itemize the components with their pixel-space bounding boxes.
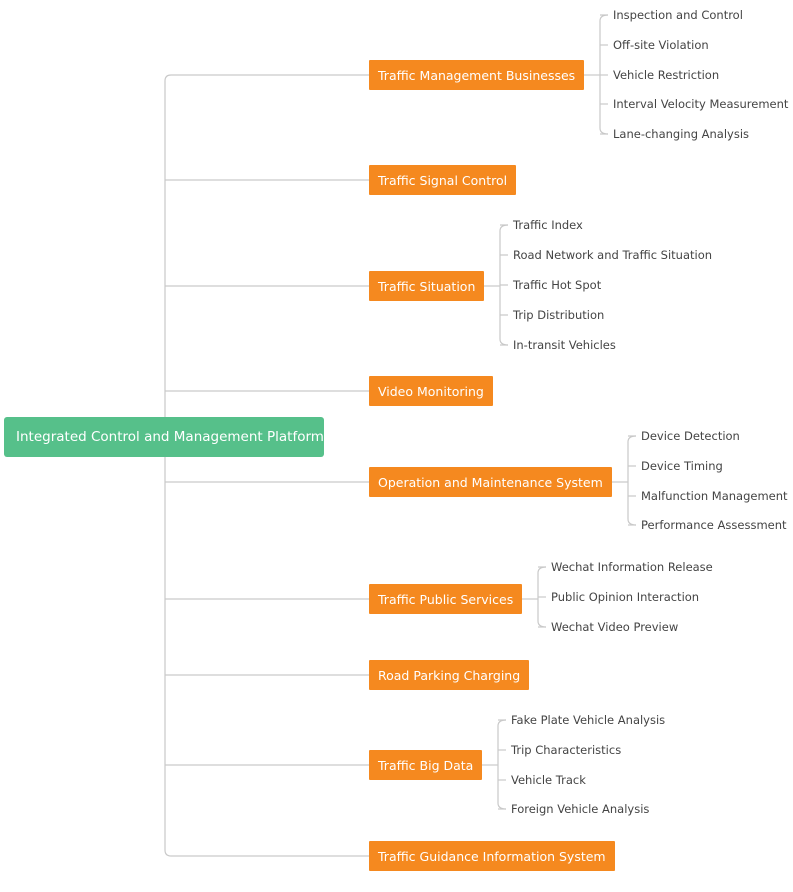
leaf-node[interactable]: Performance Assessment: [641, 518, 787, 532]
branch-node[interactable]: Traffic Signal Control: [369, 165, 517, 195]
leaf-node[interactable]: Fake Plate Vehicle Analysis: [511, 713, 666, 727]
leaf-bracket: [497, 719, 507, 810]
root-label: Integrated Control and Management Platfo…: [16, 429, 324, 445]
leaf-bracket: [627, 435, 637, 526]
leaf-node[interactable]: Vehicle Restriction: [613, 68, 720, 82]
branch-label: Traffic Management Businesses: [378, 67, 576, 83]
branch-label: Traffic Signal Control: [378, 172, 508, 188]
branch-node[interactable]: Traffic Guidance Information System: [369, 841, 615, 871]
branch-label: Traffic Big Data: [378, 757, 474, 773]
leaf-node[interactable]: Wechat Video Preview: [551, 620, 679, 634]
branch-label: Operation and Maintenance System: [378, 474, 603, 490]
branch-label: Traffic Guidance Information System: [378, 848, 606, 864]
leaf-node[interactable]: Wechat Information Release: [551, 560, 713, 574]
branch-label: Traffic Public Services: [378, 591, 514, 607]
branch-label: Road Parking Charging: [378, 667, 521, 683]
leaf-node[interactable]: Traffic Index: [513, 218, 583, 232]
leaf-node[interactable]: Trip Distribution: [513, 308, 605, 322]
leaf-node[interactable]: Off-site Violation: [613, 38, 709, 52]
leaf-node[interactable]: Interval Velocity Measurement: [613, 97, 789, 111]
branch-label: Video Monitoring: [378, 383, 484, 399]
root-node[interactable]: Integrated Control and Management Platfo…: [4, 417, 324, 457]
leaf-node[interactable]: Foreign Vehicle Analysis: [511, 802, 650, 816]
branch-node[interactable]: Operation and Maintenance System: [369, 467, 612, 497]
branch-node[interactable]: Traffic Situation: [369, 271, 485, 301]
leaf-node[interactable]: Device Detection: [641, 429, 740, 443]
branch-node[interactable]: Traffic Management Businesses: [369, 60, 585, 90]
branch-node[interactable]: Traffic Public Services: [369, 584, 523, 614]
leaf-node[interactable]: Lane-changing Analysis: [613, 127, 750, 141]
leaf-node[interactable]: Traffic Hot Spot: [513, 278, 602, 292]
branch-label: Traffic Situation: [378, 278, 476, 294]
leaf-node[interactable]: Trip Characteristics: [511, 743, 622, 757]
leaf-node[interactable]: Inspection and Control: [613, 8, 743, 22]
branch-node[interactable]: Video Monitoring: [369, 376, 493, 406]
leaf-node[interactable]: Public Opinion Interaction: [551, 590, 700, 604]
branch-node[interactable]: Road Parking Charging: [369, 660, 530, 690]
leaf-node[interactable]: Vehicle Track: [511, 773, 586, 787]
leaf-node[interactable]: Device Timing: [641, 459, 723, 473]
leaf-node[interactable]: Malfunction Management: [641, 489, 788, 503]
leaf-node[interactable]: Road Network and Traffic Situation: [513, 248, 713, 262]
trunk-line: [164, 74, 369, 857]
leaf-node[interactable]: In-transit Vehicles: [513, 338, 616, 352]
branch-node[interactable]: Traffic Big Data: [369, 750, 483, 780]
